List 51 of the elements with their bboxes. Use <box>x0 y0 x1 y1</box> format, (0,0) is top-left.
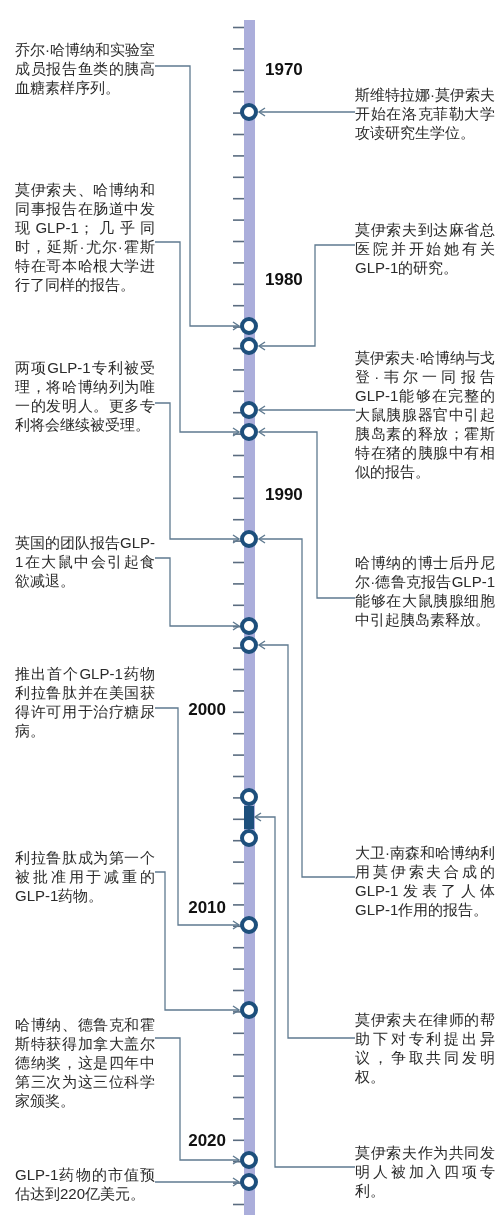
leader-arrow <box>154 241 240 437</box>
event-text: 莫伊索夫到达麻省总医院并开始她有关GLP-1的研究。 <box>355 220 495 277</box>
event-text: 莫伊索夫在律师的帮助下对专利提出异议，争取共同发明权。 <box>355 1010 495 1086</box>
leader-arrow <box>154 557 240 631</box>
timeline-marker <box>240 103 258 121</box>
timeline-marker <box>240 1001 258 1019</box>
event-text: 利拉鲁肽成为第一个被批准用于减重的GLP-1药物。 <box>15 848 155 905</box>
year-label: 2020 <box>188 1131 226 1151</box>
event-text: 莫伊索夫作为共同发明人被加入四项专利。 <box>355 1143 495 1200</box>
leader-arrow <box>154 1177 240 1187</box>
leader-arrow <box>258 534 356 878</box>
leader-arrow <box>258 427 356 599</box>
timeline-marker <box>240 829 258 847</box>
year-label: 1980 <box>265 270 303 290</box>
year-label: 2010 <box>188 898 226 918</box>
timeline-marker <box>240 317 258 335</box>
leader-arrow <box>154 871 240 1015</box>
event-text: 两项GLP-1专利被受理，将哈博纳列为唯一的发明人。更多专利将会继续被受理。 <box>15 358 155 434</box>
year-label: 1970 <box>265 60 303 80</box>
leader-arrow <box>258 640 356 1039</box>
timeline-marker <box>240 337 258 355</box>
year-label: 2000 <box>188 700 226 720</box>
year-label: 1990 <box>265 485 303 505</box>
timeline-marker <box>240 423 258 441</box>
leader-arrow <box>258 405 356 415</box>
event-text: 莫伊索夫·哈博纳与戈登·韦尔一同报告GLP-1能够在完整的大鼠胰腺器官中引起胰岛素的释放；霍斯特在猪的胰腺中有相似的报告。 <box>355 348 495 481</box>
event-text: 哈博纳的博士后丹尼尔·德鲁克报告GLP-1能够在大鼠胰腺细胞中引起胰岛素释放。 <box>355 553 495 629</box>
timeline-marker <box>240 636 258 654</box>
timeline-marker <box>240 401 258 419</box>
timeline-marker <box>240 530 258 548</box>
event-text: 英国的团队报告GLP-1在大鼠中会引起食欲减退。 <box>15 533 155 590</box>
timeline-marker <box>240 1151 258 1169</box>
event-text: 哈博纳、德鲁克和霍斯特获得加拿大盖尔德纳奖，这是四年中第三次为这三位科学家颁奖。 <box>15 1015 155 1110</box>
event-text: 斯维特拉娜·莫伊索夫开始在洛克菲勒大学攻读研究生学位。 <box>355 85 495 142</box>
timeline-marker <box>240 617 258 635</box>
event-text: 莫伊索夫、哈博纳和同事报告在肠道中发现GLP-1；几乎同时，延斯·尤尔·霍斯特在哥本哈根大学进行了同样的报告。 <box>15 180 155 294</box>
event-text: 推出首个GLP-1药物利拉鲁肽并在美国获得许可用于治疗糖尿病。 <box>15 664 155 740</box>
leader-arrow <box>254 812 356 1168</box>
event-text: 大卫·南森和哈博纳利用莫伊索夫合成的GLP-1发表了人体GLP-1作用的报告。 <box>355 843 495 919</box>
timeline-marker <box>240 788 258 806</box>
timeline-marker <box>240 916 258 934</box>
leader-arrow <box>154 402 240 544</box>
event-text: 乔尔·哈博纳和实验室成员报告鱼类的胰高血糖素样序列。 <box>15 40 155 97</box>
leader-arrow <box>154 65 240 331</box>
leader-arrow <box>154 707 240 930</box>
leader-arrow <box>154 1037 240 1165</box>
event-text: GLP-1药物的市值预估达到220亿美元。 <box>15 1165 155 1203</box>
leader-arrow <box>258 107 356 117</box>
leader-arrow <box>258 244 356 351</box>
range-bar <box>244 806 254 829</box>
timeline-marker <box>240 1173 258 1191</box>
